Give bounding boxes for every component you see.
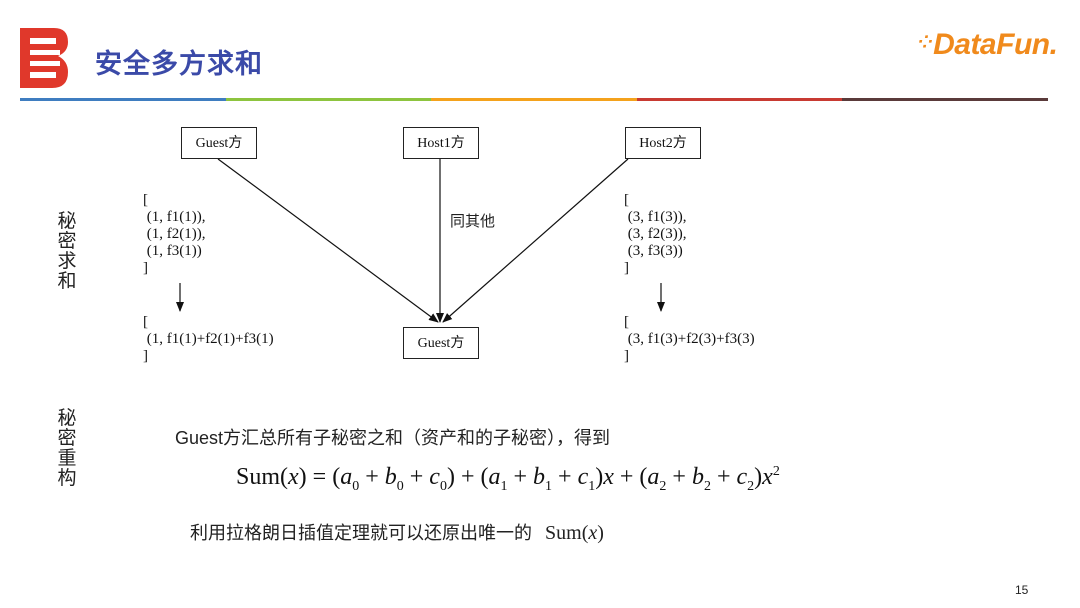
logo-icon <box>20 28 68 88</box>
lagrange-formula: Sum(x) <box>545 522 604 544</box>
arrow-host2-to-guest <box>442 158 629 323</box>
lagrange-text: 利用拉格朗日插值定理就可以还原出唯一的 Sum(x) <box>190 519 604 545</box>
reconstruct-text: Guest方汇总所有子秘密之和（资产和的子秘密），得到 <box>175 428 611 448</box>
host2-shares: [ (3, f1(3)), (3, f2(3)), (3, f3(3)) ] <box>624 192 687 276</box>
node-host1: Host1方 <box>403 127 479 159</box>
node-host2: Host2方 <box>625 127 701 159</box>
host2-sum: [ (3, f1(3)+f2(3)+f3(3) ] <box>624 314 755 364</box>
page-title: 安全多方求和 <box>95 49 263 79</box>
guest-shares: [ (1, f1(1)), (1, f2(1)), (1, f3(1)) ] <box>143 192 206 276</box>
arrow-guest-to-guest <box>217 158 439 323</box>
page-number: 15 <box>1015 583 1029 597</box>
lagrange-text-label: 利用拉格朗日插值定理就可以还原出唯一的 <box>190 523 532 543</box>
brand-logo: ⁘DataFun. <box>918 28 1058 62</box>
middle-note: 同其他 <box>450 213 496 230</box>
dots-icon: ⁘ <box>918 32 933 52</box>
header-divider <box>20 98 1048 101</box>
sum-formula: Sum(x) = (a0 + b0 + c0) + (a1 + b1 + c1)… <box>236 464 780 494</box>
node-guest-bottom: Guest方 <box>403 327 479 359</box>
guest-sum: [ (1, f1(1)+f2(1)+f3(1) ] <box>143 314 274 364</box>
brand-text: DataFun. <box>933 28 1058 61</box>
section-label-secret-reconstruct: 秘密重构 <box>57 408 77 489</box>
node-guest-top: Guest方 <box>181 127 257 159</box>
section-label-secret-sum: 秘密求和 <box>57 211 77 292</box>
